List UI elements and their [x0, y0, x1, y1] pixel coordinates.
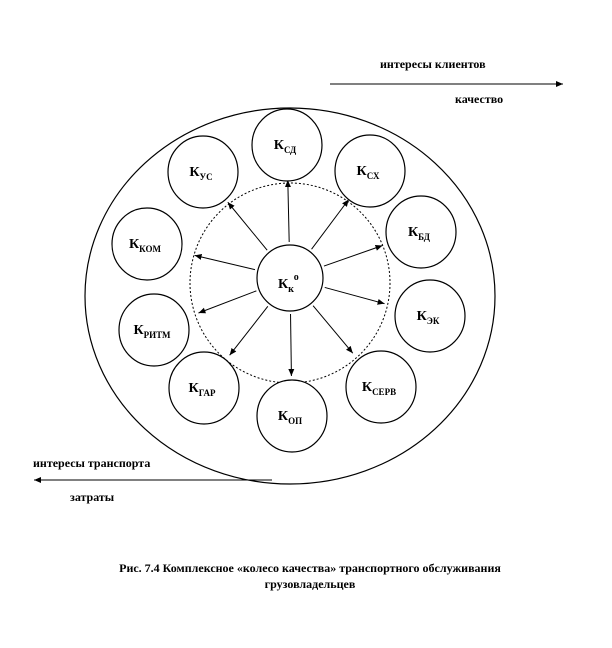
node-label-bd: КБД — [408, 225, 431, 242]
node-kom: ККОМ — [111, 207, 183, 281]
arrow-to-op — [288, 313, 295, 376]
arrow-group — [194, 180, 385, 376]
node-sd: КСД — [251, 108, 323, 182]
center-main-label: К — [278, 277, 289, 292]
node-circle-op — [256, 379, 328, 453]
arrow-to-ek — [324, 286, 385, 305]
costs-label: затраты — [70, 490, 115, 504]
node-circle-sd — [251, 108, 323, 182]
node-label-serv: КСЕРВ — [362, 380, 396, 397]
arrow-to-gar — [229, 306, 269, 356]
arrow-to-sx — [311, 199, 350, 250]
node-sub-gar: ГАР — [199, 388, 216, 398]
outer-wheel-ellipse — [84, 107, 496, 485]
arrow-to-bd — [323, 245, 383, 267]
node-circle-us — [167, 135, 239, 209]
arrow-to-kom — [194, 254, 256, 271]
node-bd: КБД — [385, 195, 457, 269]
clients-label: интересы клиентов — [380, 57, 486, 71]
caption-line-2: грузовладельцев — [264, 577, 356, 591]
center-node: Кко — [256, 244, 324, 312]
node-serv: КСЕРВ — [345, 350, 417, 424]
node-main-us: К — [189, 165, 200, 180]
node-circle-bd — [385, 195, 457, 269]
node-circle-kom — [111, 207, 183, 281]
node-label-us: КУС — [189, 165, 212, 182]
node-label-ritm: КРИТМ — [133, 323, 171, 340]
node-main-sx: К — [357, 164, 368, 179]
figure-caption: Рис. 7.4 Комплексное «колесо качества» т… — [40, 560, 580, 592]
node-circle-ek — [394, 279, 466, 353]
node-circle-sx — [334, 134, 406, 208]
node-label-sd: КСД — [274, 138, 297, 155]
caption-line-1: Рис. 7.4 Комплексное «колесо качества» т… — [119, 561, 501, 575]
node-sx: КСХ — [334, 134, 406, 208]
arrow-to-us — [227, 201, 268, 251]
node-ek: КЭК — [394, 279, 466, 353]
node-sub-sd: СД — [284, 145, 297, 155]
node-sub-sx: СХ — [367, 171, 380, 181]
node-sub-serv: СЕРВ — [372, 387, 396, 397]
node-label-ek: КЭК — [417, 309, 440, 326]
node-main-ritm: К — [133, 323, 144, 338]
node-us: КУС — [167, 135, 239, 209]
node-sub-kom: КОМ — [139, 244, 161, 254]
arrow-to-serv — [312, 305, 354, 354]
node-op: КОП — [256, 379, 328, 453]
node-main-sd: К — [274, 138, 285, 153]
center-sup-label: о — [294, 272, 299, 283]
node-main-kom: К — [129, 237, 140, 252]
node-label-kom: ККОМ — [129, 237, 161, 254]
arrow-to-ritm — [198, 290, 257, 314]
node-sub-us: УС — [200, 172, 213, 182]
quality-label: качество — [455, 92, 503, 106]
node-sub-op: ОП — [288, 416, 302, 426]
node-main-op: К — [278, 409, 289, 424]
node-main-gar: К — [189, 381, 200, 396]
node-circle-ritm — [118, 293, 190, 367]
node-label-op: КОП — [278, 409, 302, 426]
node-main-bd: К — [408, 225, 419, 240]
node-main-ek: К — [417, 309, 428, 324]
center-sub-label: к — [288, 284, 294, 295]
arrow-to-sd — [284, 180, 291, 243]
node-circle-gar — [168, 351, 240, 425]
node-main-serv: К — [362, 380, 373, 395]
node-sub-bd: БД — [418, 232, 431, 242]
node-circle-serv — [345, 350, 417, 424]
node-label-gar: КГАР — [189, 381, 216, 398]
transport-label: интересы транспорта — [33, 456, 150, 470]
node-gar: КГАР — [168, 351, 240, 425]
node-label-sx: КСХ — [357, 164, 380, 181]
node-sub-ek: ЭК — [427, 316, 440, 326]
svg-text:Кко: Кко — [278, 272, 299, 295]
node-sub-ritm: РИТМ — [144, 330, 171, 340]
node-ritm: КРИТМ — [118, 293, 190, 367]
